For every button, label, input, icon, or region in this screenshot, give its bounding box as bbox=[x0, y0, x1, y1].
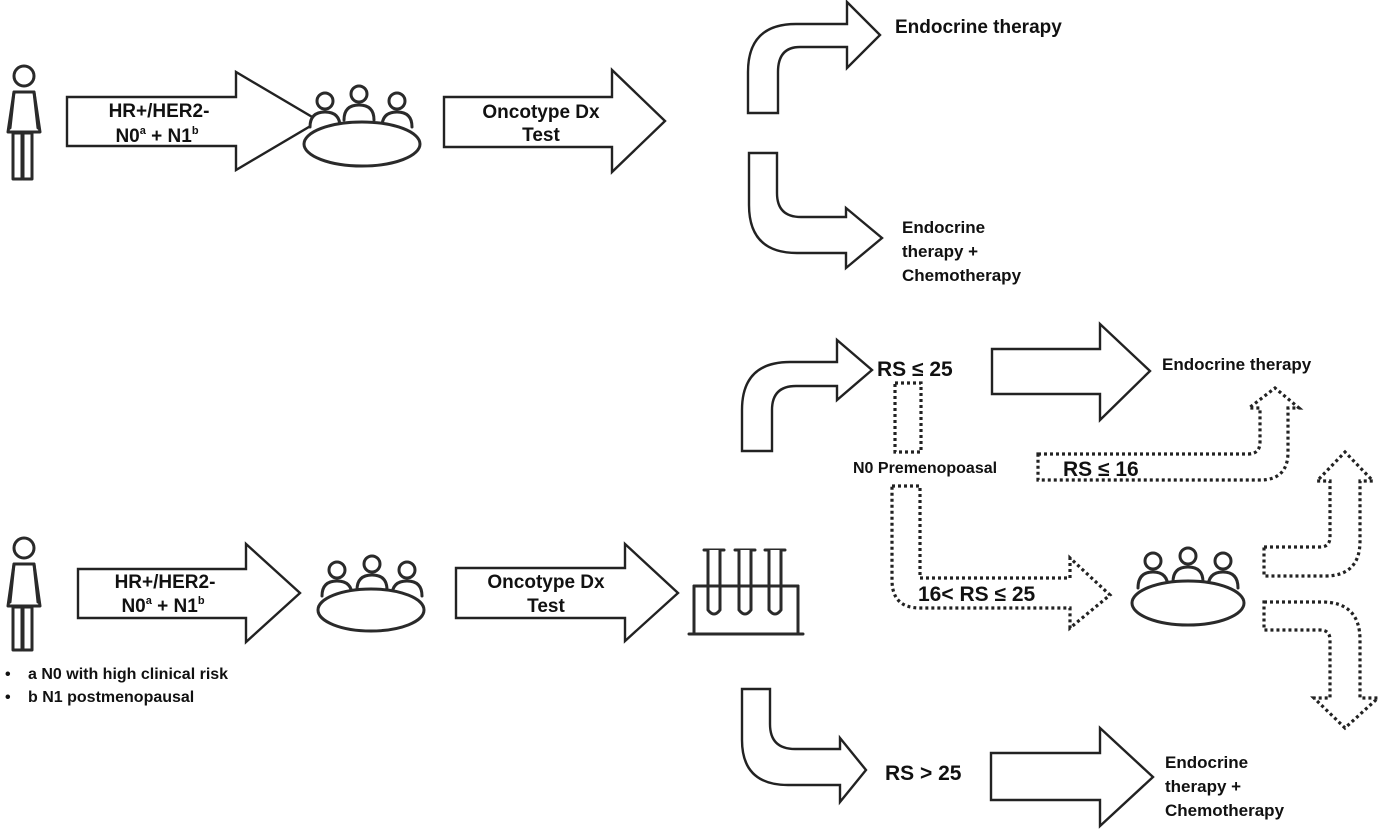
top-woman-icon bbox=[6, 64, 42, 181]
bottom-outcome-chemo-3: Chemotherapy bbox=[1165, 801, 1285, 820]
top-outcome-chemo-1: Endocrine bbox=[902, 218, 985, 237]
dotted-arrow-rs-mid bbox=[890, 484, 1113, 632]
bottom-arrow-n-label: N0a + N1b bbox=[121, 595, 204, 617]
rs-gt-25-label: RS > 25 bbox=[885, 762, 962, 785]
test-tubes-icon bbox=[687, 548, 805, 636]
bottom-arrow-hr-label: HR+/HER2- bbox=[115, 572, 216, 593]
dotted-arrow-rs-16 bbox=[1036, 385, 1304, 482]
top-arrow-hr-label: HR+/HER2- bbox=[109, 101, 210, 122]
bottom-arrow-endocrine bbox=[990, 321, 1152, 423]
bottom-curved-arrow-up bbox=[740, 337, 874, 453]
dotted-curved-arrow-up bbox=[1262, 449, 1377, 578]
bottom-outcome-chemo-1: Endocrine bbox=[1165, 753, 1248, 772]
bottom-outcome-chemo-2: therapy + bbox=[1165, 777, 1241, 796]
bottom-oncotype-label-2: Test bbox=[527, 596, 565, 617]
bottom-arrow-chemo bbox=[989, 725, 1155, 829]
dotted-curved-arrow-down bbox=[1262, 600, 1383, 731]
bottom-team-meeting-icon bbox=[316, 554, 426, 633]
top-outcome-chemo-2: therapy + bbox=[902, 242, 978, 261]
rs-le-25-label: RS ≤ 25 bbox=[877, 358, 953, 381]
top-outcome-endocrine: Endocrine therapy bbox=[895, 17, 1062, 38]
rs-le-16-label: RS ≤ 16 bbox=[1063, 458, 1139, 481]
top-oncotype-label-2: Test bbox=[522, 125, 560, 146]
rs-16-25-label: 16< RS ≤ 25 bbox=[918, 583, 1036, 606]
footnote-text-2: b N1 postmenopausal bbox=[28, 689, 194, 706]
top-oncotype-label-1: Oncotype Dx bbox=[482, 102, 600, 123]
dotted-connector-up bbox=[893, 381, 923, 454]
top-arrow-hr-her2: HR+/HER2- N0a + N1b bbox=[65, 69, 322, 173]
bottom-curved-arrow-down bbox=[740, 687, 868, 806]
footnote-bullet-1: • bbox=[5, 666, 11, 683]
bottom-woman-icon bbox=[6, 536, 42, 652]
top-curved-arrow-down bbox=[747, 151, 884, 271]
top-arrow-oncotype: Oncotype Dx Test bbox=[442, 67, 667, 175]
top-outcome-chemo-3: Chemotherapy bbox=[902, 266, 1022, 285]
footnotes: • a N0 with high clinical risk • b N1 po… bbox=[5, 666, 228, 706]
top-team-meeting-icon bbox=[302, 84, 422, 168]
bottom-oncotype-label-1: Oncotype Dx bbox=[487, 572, 605, 593]
footnote-bullet-2: • bbox=[5, 689, 11, 706]
bottom-arrow-oncotype: Oncotype Dx Test bbox=[454, 541, 680, 644]
bottom-arrow-hr-her2: HR+/HER2- N0a + N1b bbox=[76, 541, 302, 645]
dotted-team-meeting-icon bbox=[1130, 546, 1246, 627]
footnote-text-1: a N0 with high clinical risk bbox=[28, 666, 228, 683]
top-curved-arrow-up bbox=[746, 0, 882, 115]
top-arrow-n-label: N0a + N1b bbox=[115, 125, 198, 147]
premenopausal-label: N0 Premenopoasal bbox=[853, 460, 997, 477]
bottom-outcome-endocrine: Endocrine therapy bbox=[1162, 355, 1312, 374]
